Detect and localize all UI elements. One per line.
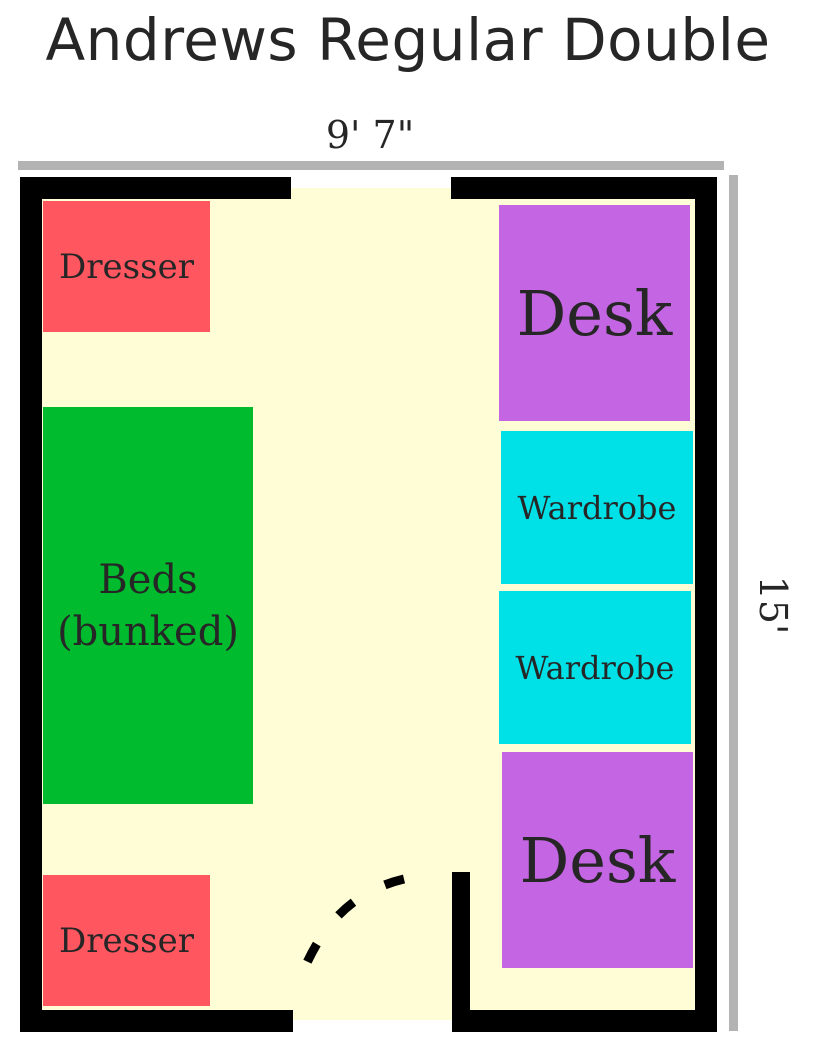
wardrobe-bottom: Wardrobe (499, 591, 691, 744)
dresser-top-label: Dresser (59, 246, 194, 287)
desk-top-label: Desk (516, 276, 673, 350)
wall-top-left (20, 177, 291, 199)
wall-top-right (451, 177, 717, 199)
desk-bottom-label: Desk (519, 823, 676, 897)
page-title: Andrews Regular Double (45, 6, 771, 74)
desk-top: Desk (499, 205, 690, 421)
wall-bottom-right (452, 1010, 717, 1032)
dresser-bottom: Dresser (43, 875, 210, 1006)
wall-right (695, 177, 717, 1032)
wardrobe-bottom-label: Wardrobe (515, 648, 675, 687)
length-dimension-label: 15' (751, 575, 795, 635)
bunk-beds: Beds (bunked) (43, 407, 253, 804)
dresser-bottom-label: Dresser (59, 920, 194, 961)
wardrobe-top: Wardrobe (501, 431, 693, 584)
dresser-top: Dresser (43, 201, 210, 332)
wall-left (20, 177, 42, 1032)
width-dimension-label: 9' 7" (325, 113, 415, 157)
door-jamb (452, 872, 470, 1032)
length-dimension-line (729, 175, 738, 1031)
wardrobe-top-label: Wardrobe (517, 488, 677, 527)
width-dimension-line (18, 161, 724, 170)
wall-bottom-left (20, 1010, 293, 1032)
beds-label: Beds (bunked) (57, 556, 239, 655)
desk-bottom: Desk (502, 752, 693, 968)
